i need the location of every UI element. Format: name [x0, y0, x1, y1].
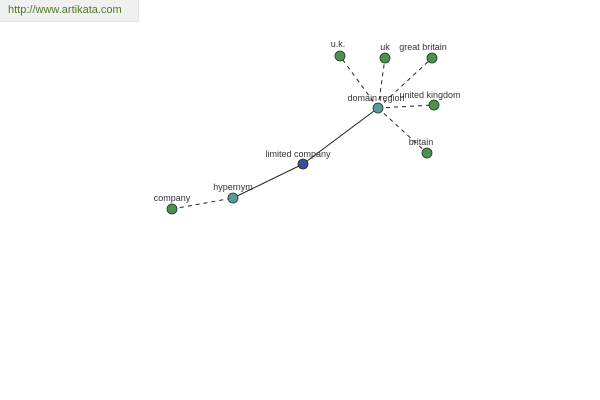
site-url-link[interactable]: http://www.artikata.com: [8, 4, 122, 16]
node-label-uk-dots[interactable]: u.k.: [331, 39, 346, 49]
nodes-layer: [166, 50, 440, 215]
node-company[interactable]: [166, 203, 178, 215]
edge-hypernym-to-limited-company: [232, 163, 304, 199]
node-domain-region[interactable]: [372, 102, 384, 114]
node-great-britain[interactable]: [426, 52, 438, 64]
node-britain[interactable]: [421, 147, 433, 159]
node-limited-company[interactable]: [297, 158, 309, 170]
node-label-hypernym[interactable]: hypernym: [213, 182, 253, 192]
edge-domain-region-to-united-kingdom: [377, 104, 435, 109]
edge-limited-company-to-domain-region: [302, 107, 379, 165]
edges-layer: [171, 55, 435, 210]
node-united-kingdom[interactable]: [428, 99, 440, 111]
edge-company-to-hypernym: [171, 197, 234, 210]
edge-domain-region-to-uk: [377, 57, 386, 109]
edge-domain-region-to-britain: [377, 107, 428, 154]
labels-layer: company hypernym limited company domain reg…: [154, 39, 461, 203]
node-label-great-britain[interactable]: great britain: [399, 42, 447, 52]
node-label-britain[interactable]: britain: [409, 137, 434, 147]
node-uk[interactable]: [379, 52, 391, 64]
node-label-domain-region[interactable]: domain region: [347, 93, 404, 103]
node-label-limited-company[interactable]: limited company: [265, 149, 331, 159]
edge-domain-region-to-uk-dots: [339, 55, 379, 109]
node-label-uk[interactable]: uk: [380, 42, 390, 52]
node-label-company[interactable]: company: [154, 193, 191, 203]
url-banner[interactable]: http://www.artikata.com: [0, 0, 139, 22]
node-label-united-kingdom[interactable]: united kingdom: [399, 90, 460, 100]
node-hypernym[interactable]: [227, 192, 239, 204]
node-uk-dots[interactable]: [334, 50, 346, 62]
